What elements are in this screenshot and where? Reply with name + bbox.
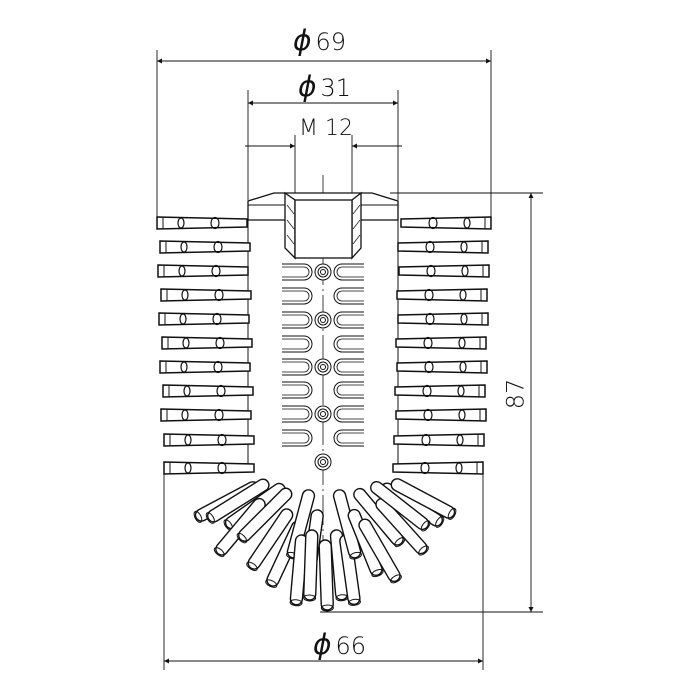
dimension-value: 66: [335, 632, 367, 660]
dimension-label-height: 87: [501, 378, 530, 410]
side-bristles-left: [156, 216, 255, 475]
diameter-symbol: ϕ: [298, 70, 317, 103]
dimension-label-thread: M 12: [299, 116, 353, 141]
bottom-bristle-fan: [191, 476, 459, 612]
hub-cap: [247, 191, 399, 260]
center-rings: [314, 263, 332, 471]
diameter-symbol: ϕ: [293, 24, 312, 57]
dimension-value: 31: [320, 74, 352, 102]
diameter-symbol: ϕ: [313, 628, 332, 661]
dimension-value: 69: [315, 28, 347, 56]
dimension-lines: [157, 58, 534, 664]
side-bristles-right: [392, 216, 492, 475]
